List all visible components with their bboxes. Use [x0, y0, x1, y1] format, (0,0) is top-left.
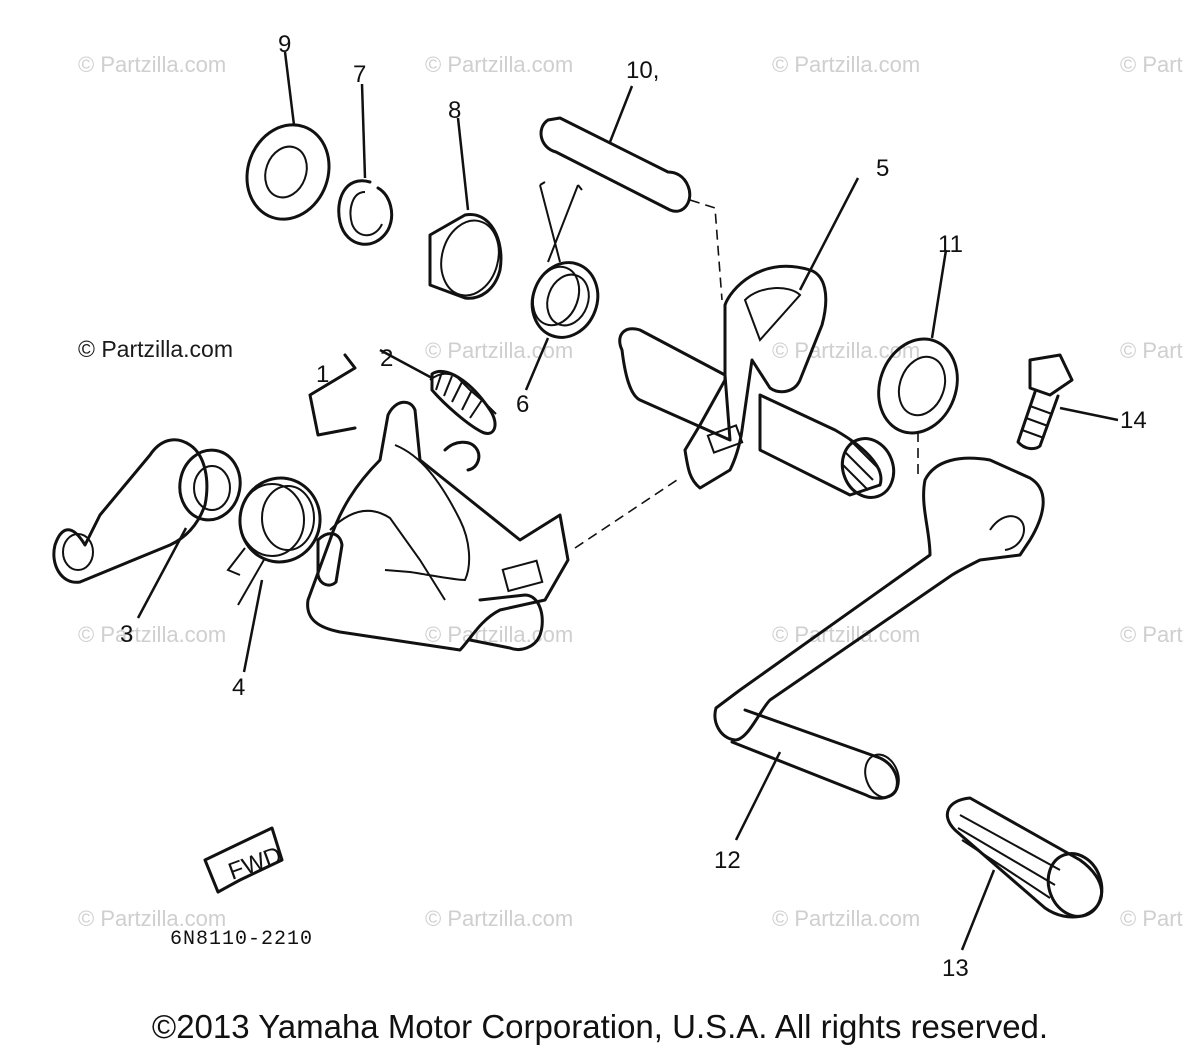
- part-9-washer: [245, 51, 331, 221]
- watermark-text: © Partzilla.com: [78, 622, 226, 647]
- callout-5: 5: [876, 155, 889, 182]
- callout-9: 9: [278, 31, 291, 58]
- part-7-circlip: [337, 83, 394, 246]
- watermark-text: © Partzilla.com: [425, 906, 573, 931]
- callout-layer: 1 2 3 4 5 6 7 8 9 10, 11 12 13 14: [120, 31, 1147, 982]
- watermark-text: © Partzilla.com: [772, 52, 920, 77]
- callout-8: 8: [448, 97, 461, 124]
- part-11-oil-seal: [877, 249, 959, 480]
- callout-6: 6: [516, 391, 529, 418]
- assembly-dash: [574, 477, 681, 549]
- part-2-spring: [379, 348, 497, 435]
- watermark-text: © Partzilla.com: [78, 906, 226, 931]
- callout-3: 3: [120, 621, 133, 648]
- watermark-text: © Partzilla.com: [772, 906, 920, 931]
- watermark-text: © Partzilla.com: [78, 52, 226, 77]
- copyright-notice: ©2013 Yamaha Motor Corporation, U.S.A. A…: [151, 1008, 1049, 1045]
- part-6-spring: [524, 181, 600, 391]
- callout-2: 2: [380, 345, 393, 372]
- part-10-shaft: [539, 85, 723, 301]
- part-5-shift-shaft: [618, 177, 896, 499]
- part-12-change-pedal: [713, 456, 1045, 841]
- part-1-shift-lever: [306, 353, 570, 652]
- callout-4: 4: [232, 674, 245, 701]
- watermark-text: © Part: [1120, 338, 1183, 363]
- watermark-text: © Part: [1120, 906, 1183, 931]
- callout-11: 11: [938, 231, 963, 258]
- exploded-view-svg: © Partzilla.com © Partzilla.com © Partzi…: [52, 31, 1183, 982]
- watermark-text: © Partzilla.com: [425, 622, 573, 647]
- callout-14: 14: [1120, 407, 1147, 434]
- watermark-text: © Part: [1120, 52, 1183, 77]
- fwd-arrow-icon: FWD: [203, 826, 286, 894]
- part-3-shift-arm: [52, 438, 242, 619]
- fwd-label: FWD: [225, 842, 286, 886]
- watermark-text-dark: © Partzilla.com: [78, 336, 233, 362]
- callout-10: 10,: [626, 57, 659, 84]
- watermark-text: © Part: [1120, 622, 1183, 647]
- watermark-text: © Partzilla.com: [425, 52, 573, 77]
- part-14-bolt: [1016, 353, 1119, 451]
- callout-13: 13: [942, 955, 969, 982]
- watermark-layer: © Partzilla.com © Partzilla.com © Partzi…: [78, 52, 1183, 931]
- watermark-text: © Partzilla.com: [425, 338, 573, 363]
- callout-7: 7: [353, 61, 366, 88]
- part-13-pedal-rubber: [945, 796, 1104, 951]
- diagram-code: 6N8110-2210: [170, 928, 313, 951]
- part-8-collar: [428, 117, 503, 300]
- part-4-spring: [226, 476, 322, 673]
- callout-12: 12: [714, 847, 741, 874]
- callout-1: 1: [316, 361, 329, 388]
- watermark-text: © Partzilla.com: [772, 622, 920, 647]
